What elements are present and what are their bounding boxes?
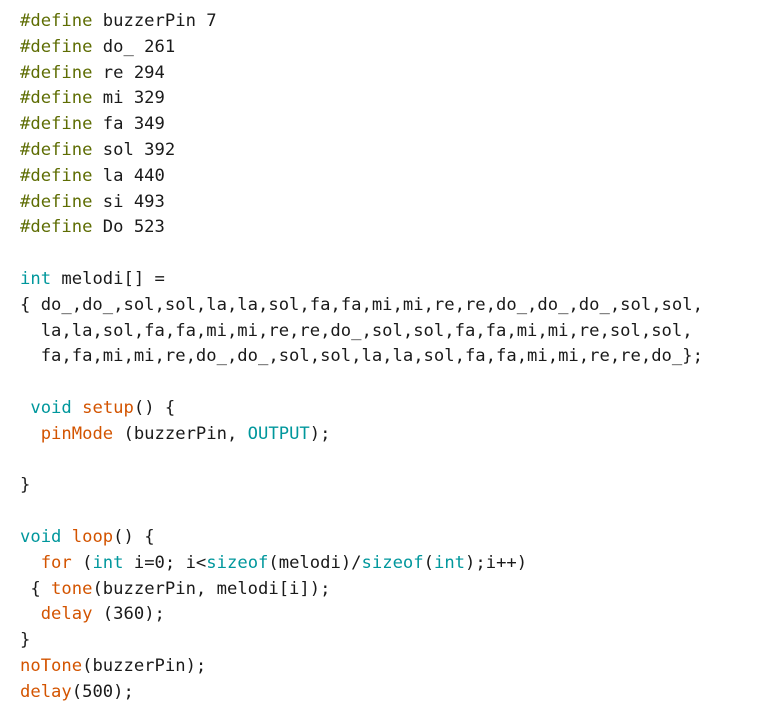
code-token-keyword: int [20,268,52,289]
code-token-text: do_ 261 [92,36,176,57]
code-token-text: Do 523 [92,217,165,238]
code-token-text: () { [113,526,155,547]
code-token-keyword: int [92,552,124,573]
code-token-text: re 294 [92,62,165,83]
code-line: void loop() { [20,525,703,551]
code-token-text: (buzzerPin, [113,423,248,444]
code-token-text: buzzerPin 7 [92,11,217,31]
code-token-keyword: sizeof [361,552,424,573]
code-token-text: (360); [92,604,165,625]
code-line: pinMode (buzzerPin, OUTPUT); [20,422,703,448]
code-token-keyword: OUTPUT [247,423,310,444]
code-token-preprocessor: #define [20,62,93,83]
code-token-preprocessor: #define [20,11,93,31]
code-line: delay(500); [20,680,703,706]
code-listing: #define buzzerPin 7#define do_ 261#defin… [20,9,703,706]
code-line: for (int i=0; i<sizeof(melodi)/sizeof(in… [20,551,703,577]
code-line: #define re 294 [20,61,703,87]
code-token-text: (500); [71,681,134,702]
code-token-function: setup [82,397,134,418]
code-token-text [20,604,41,624]
code-line: la,la,sol,fa,fa,mi,mi,re,re,do_,sol,sol,… [20,319,703,345]
code-token-text: () { [133,397,176,418]
code-token-text: fa,fa,mi,mi,re,do_,do_,sol,sol,la,la,sol… [20,346,703,367]
code-token-text: mi 329 [92,88,165,109]
code-line: #define fa 349 [20,112,703,138]
code-token-preprocessor: #define [20,217,93,238]
code-token-preprocessor: #define [20,36,93,57]
code-token-text: si 493 [92,191,165,212]
code-token-function: tone [51,578,93,599]
code-line: noTone(buzzerPin); [20,654,703,680]
code-line: #define sol 392 [20,138,703,164]
code-line: #define si 493 [20,190,703,216]
code-line: #define la 440 [20,164,703,190]
code-token-text: { do_,do_,sol,sol,la,la,sol,fa,fa,mi,mi,… [20,294,703,315]
code-token-function: for [40,552,72,573]
code-token-text: sol 392 [92,139,176,160]
code-token-text: melodi[] = [51,268,165,289]
code-token-text: la,la,sol,fa,fa,mi,mi,re,re,do_,sol,sol,… [20,320,693,341]
code-token-text: ); [309,423,331,444]
code-line: delay (360); [20,602,703,628]
code-token-text: la 440 [92,165,165,186]
code-token-preprocessor: #define [20,165,93,186]
code-token-text [20,424,41,444]
code-line: #define mi 329 [20,86,703,112]
code-token-text [72,398,82,418]
code-line [20,499,703,525]
code-token-text: (buzzerPin, melodi[i]); [92,578,331,599]
code-line: } [20,473,703,499]
code-token-text: i=0; i< [123,552,207,573]
code-line [20,370,703,396]
code-token-function: loop [71,526,114,547]
code-token-text: (buzzerPin); [82,655,207,676]
code-token-text: { [20,578,52,599]
code-line: { tone(buzzerPin, melodi[i]); [20,577,703,603]
code-token-preprocessor: #define [20,191,93,212]
code-token-text: ( [423,552,434,573]
code-token-text: );i++) [465,552,528,573]
code-token-function: delay [20,681,72,702]
code-token-preprocessor: #define [20,114,93,135]
code-token-text [20,553,41,573]
code-token-preprocessor: #define [20,139,93,160]
code-token-function: pinMode [40,423,114,444]
code-token-keyword: void [30,397,72,418]
code-line: #define buzzerPin 7 [20,9,703,35]
code-token-text [61,527,71,547]
code-token-keyword: void [20,526,62,547]
code-token-keyword: sizeof [206,552,269,573]
code-token-text: ( [71,552,93,573]
code-line: int melodi[] = [20,267,703,293]
code-line: void setup() { [20,396,703,422]
code-line: #define do_ 261 [20,35,703,61]
code-token-text: } [20,475,31,496]
code-token-function: noTone [20,655,83,676]
code-token-text: (melodi)/ [268,552,362,573]
code-token-text: } [20,630,31,651]
code-token-text [20,398,30,418]
code-line: #define Do 523 [20,215,703,241]
code-token-function: delay [40,604,93,625]
code-line: { do_,do_,sol,sol,la,la,sol,fa,fa,mi,mi,… [20,293,703,319]
code-line [20,448,703,474]
code-line: } [20,628,703,654]
code-token-keyword: int [433,552,466,573]
code-line [20,241,703,267]
code-token-text: fa 349 [92,114,165,135]
code-line: fa,fa,mi,mi,re,do_,do_,sol,sol,la,la,sol… [20,344,703,370]
code-token-preprocessor: #define [20,88,93,109]
